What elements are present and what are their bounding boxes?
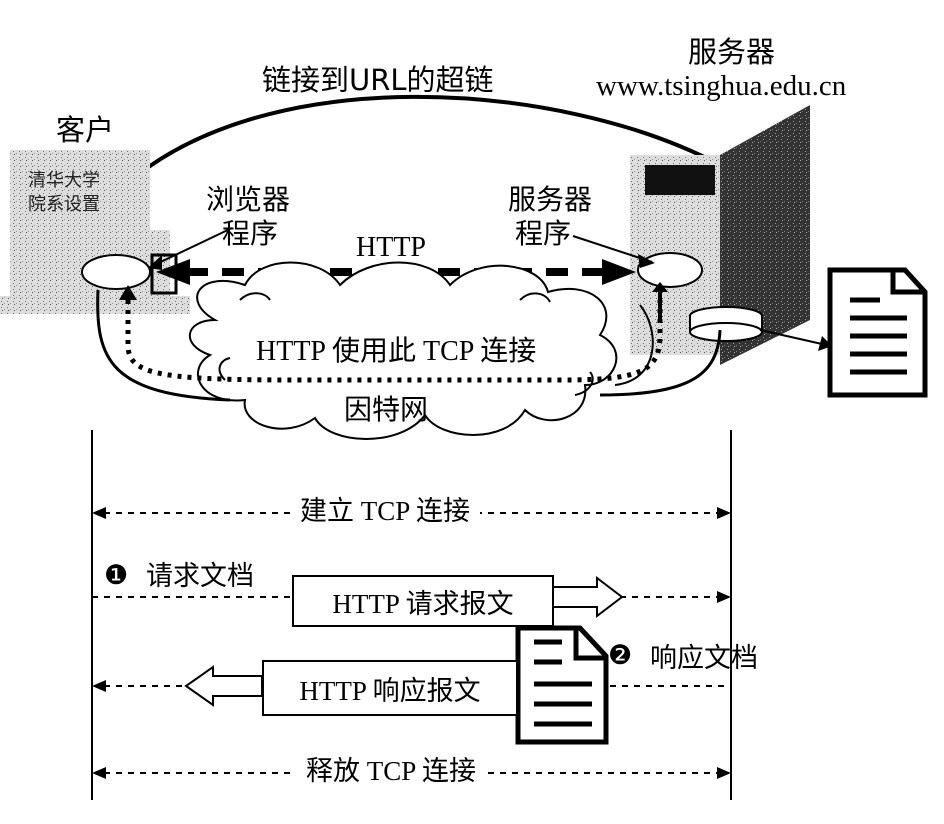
http-label: HTTP bbox=[356, 232, 426, 263]
hyperlink-label: 链接到URL的超链 bbox=[262, 63, 494, 97]
tcp-use-label: HTTP 使用此 TCP 连接 bbox=[256, 336, 537, 367]
release-tcp-label: 释放 TCP 连接 bbox=[296, 758, 487, 785]
client-label: 客户 bbox=[56, 113, 115, 147]
server-document bbox=[827, 267, 928, 398]
http-response-box: HTTP 响应报文 bbox=[262, 660, 518, 716]
http-request-text: HTTP 请求报文 bbox=[332, 588, 514, 619]
response-hollow-arrow bbox=[184, 665, 263, 707]
internet-cloud bbox=[189, 261, 618, 440]
http-response-text: HTTP 响应报文 bbox=[299, 675, 481, 706]
http-request-box: HTTP 请求报文 bbox=[292, 575, 554, 627]
client-computer bbox=[0, 150, 190, 314]
screen-text-line2: 院系设置 bbox=[28, 194, 100, 215]
step1-badge: ❶ bbox=[104, 560, 129, 591]
screen-text-line1: 清华大学 bbox=[28, 170, 100, 191]
internet-label: 因特网 bbox=[344, 393, 429, 426]
browser-label-line1: 浏览器 bbox=[206, 183, 291, 216]
request-hollow-arrow bbox=[552, 575, 624, 619]
server-ellipse bbox=[637, 252, 703, 288]
server-url: www.tsinghua.edu.cn bbox=[596, 70, 847, 102]
hyperlink-arc bbox=[118, 94, 721, 192]
server-machine bbox=[630, 105, 810, 365]
request-document-label: 请求文档 bbox=[146, 561, 254, 592]
browser-ellipse bbox=[81, 254, 151, 290]
server-title: 服务器 bbox=[688, 35, 776, 69]
step2-badge: ❷ bbox=[608, 640, 633, 671]
browser-label-line2: 程序 bbox=[222, 217, 279, 250]
response-document bbox=[515, 625, 609, 745]
tcp-dotted-path bbox=[125, 300, 663, 383]
response-document-label: 响应文档 bbox=[650, 643, 758, 674]
server-program-label-line1: 服务器 bbox=[508, 183, 593, 216]
establish-tcp-label: 建立 TCP 连接 bbox=[290, 498, 481, 525]
server-program-label-line2: 程序 bbox=[515, 217, 572, 250]
